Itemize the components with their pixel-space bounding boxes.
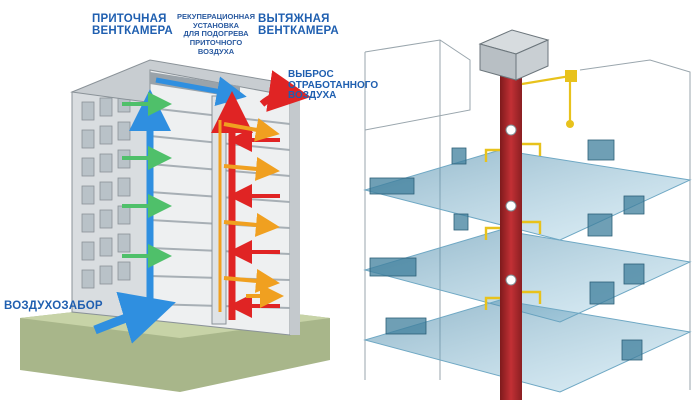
label-air-intake: ВОЗДУХОЗАБОР bbox=[4, 300, 103, 312]
facade-right bbox=[290, 96, 300, 335]
floor-plate-3 bbox=[363, 299, 692, 393]
duct-shaft bbox=[500, 70, 522, 400]
label-recuperation-unit: РЕКУПЕРАЦИОННАЯ УСТАНОВКА ДЛЯ ПОДОГРЕВА … bbox=[177, 12, 255, 56]
yellow-ducting bbox=[521, 74, 572, 122]
floor-branches bbox=[484, 124, 542, 310]
label-exhaust-out: ВЫБРОС ОТРАБОТАННОГО ВОЗДУХА bbox=[288, 69, 379, 101]
floor-plate-1 bbox=[363, 149, 692, 241]
intake-arrow bbox=[93, 291, 176, 344]
rooftop-unit-side bbox=[515, 39, 549, 81]
label-supply-chamber: ПРИТОЧНАЯ ВЕНТКАМЕРА bbox=[92, 13, 173, 38]
control-box bbox=[565, 70, 577, 82]
building-section bbox=[20, 59, 330, 392]
label-exhaust-chamber: ВЫТЯЖНАЯ ВЕНТКАМЕРА bbox=[258, 13, 339, 38]
facade-windows bbox=[81, 93, 131, 289]
sensor bbox=[566, 120, 574, 128]
furniture bbox=[369, 139, 645, 361]
shaft-illustration bbox=[363, 29, 692, 400]
fresh-air-arrows bbox=[122, 92, 172, 268]
exhaust-out-arrow bbox=[259, 70, 311, 112]
warm-air-arrows bbox=[218, 118, 284, 312]
